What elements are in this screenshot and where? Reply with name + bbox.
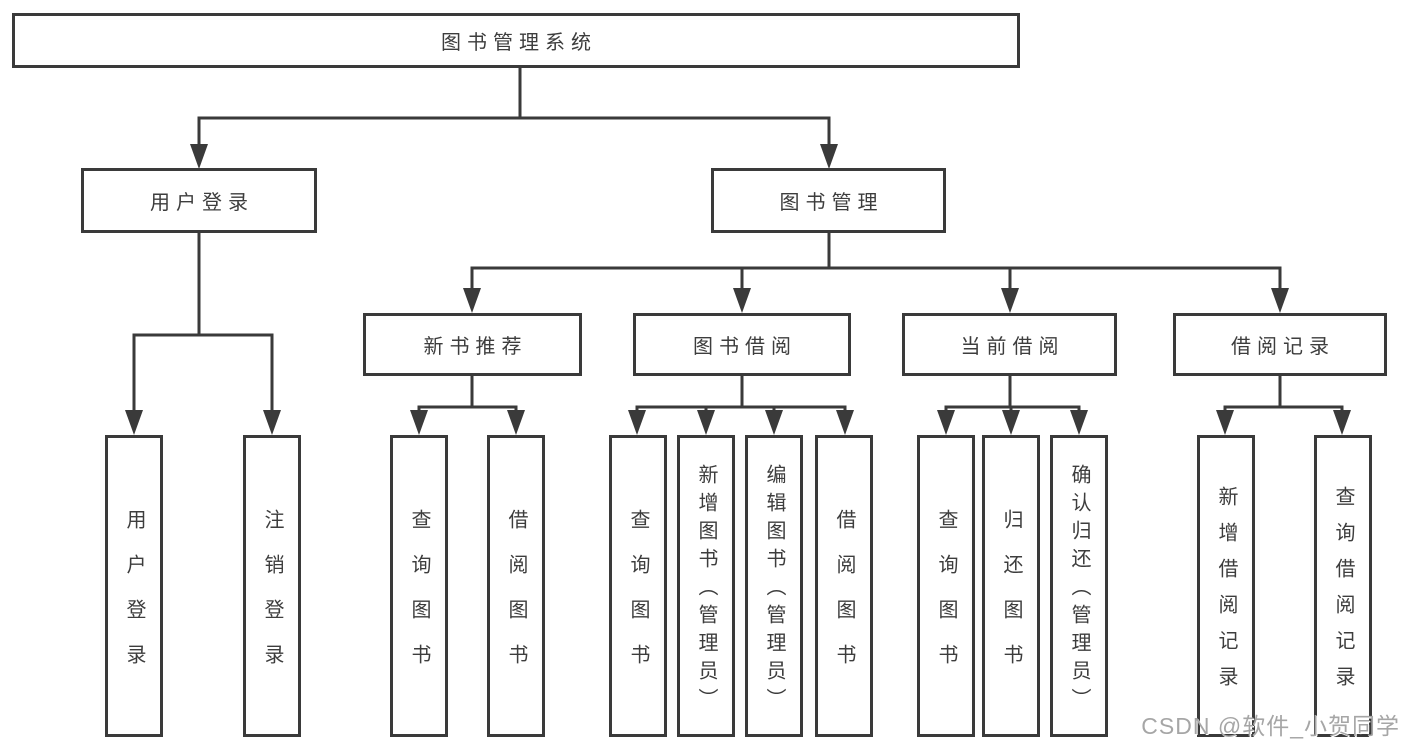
node-leaf-borrowing-query-books: 查询图书 (609, 435, 667, 737)
node-leaf-borrowing-add-books-admin: 新增图书（管理员） (677, 435, 735, 737)
node-leaf-recommend-borrow-books: 借阅图书 (487, 435, 545, 737)
node-label: 图书管理系统 (441, 32, 597, 54)
node-leaf-records-query-record: 查询借阅记录 (1314, 435, 1372, 737)
node-book-management: 图书管理 (711, 168, 946, 233)
node-label: 确认归还（管理员） (1068, 464, 1090, 716)
node-current-borrowing: 当前借阅 (902, 313, 1117, 376)
node-label: 新书推荐 (423, 336, 528, 358)
node-leaf-current-confirm-return-admin: 确认归还（管理员） (1050, 435, 1108, 737)
node-label: 新增借阅记录 (1215, 486, 1237, 702)
node-label: 当前借阅 (960, 336, 1065, 358)
node-label: 新增图书（管理员） (695, 464, 717, 716)
node-label: 图书管理 (779, 192, 884, 214)
node-leaf-borrowing-edit-books-admin: 编辑图书（管理员） (745, 435, 803, 737)
node-leaf-logout: 注销登录 (243, 435, 301, 737)
node-label: 借阅图书 (833, 508, 855, 689)
node-library-management-system: 图书管理系统 (12, 13, 1020, 68)
arrowheads (125, 144, 1351, 435)
node-borrowing-records: 借阅记录 (1173, 313, 1387, 376)
node-leaf-recommend-query-books: 查询图书 (390, 435, 448, 737)
node-label: 图书借阅 (693, 336, 797, 358)
node-label: 查询图书 (627, 508, 649, 689)
node-label: 查询图书 (408, 508, 430, 689)
node-label: 用户登录 (150, 192, 254, 214)
csdn-watermark: CSDN @软件_小贺同学 (1141, 713, 1400, 739)
node-label: 编辑图书（管理员） (763, 464, 785, 716)
node-leaf-current-return-books: 归还图书 (982, 435, 1040, 737)
node-label: 借阅图书 (505, 508, 527, 689)
node-label: 归还图书 (1000, 508, 1022, 689)
node-label: 借阅记录 (1231, 336, 1335, 358)
node-label: 注销登录 (261, 508, 283, 689)
node-book-borrowing: 图书借阅 (633, 313, 851, 376)
node-leaf-records-add-record: 新增借阅记录 (1197, 435, 1255, 737)
node-new-book-recommendation: 新书推荐 (363, 313, 582, 376)
node-leaf-borrowing-borrow-books: 借阅图书 (815, 435, 873, 737)
node-label: 查询借阅记录 (1332, 486, 1354, 702)
node-leaf-user-login: 用户登录 (105, 435, 163, 737)
node-user-login: 用户登录 (81, 168, 317, 233)
node-leaf-current-query-books: 查询图书 (917, 435, 975, 737)
node-label: 用户登录 (123, 508, 145, 689)
node-label: 查询图书 (935, 508, 957, 689)
